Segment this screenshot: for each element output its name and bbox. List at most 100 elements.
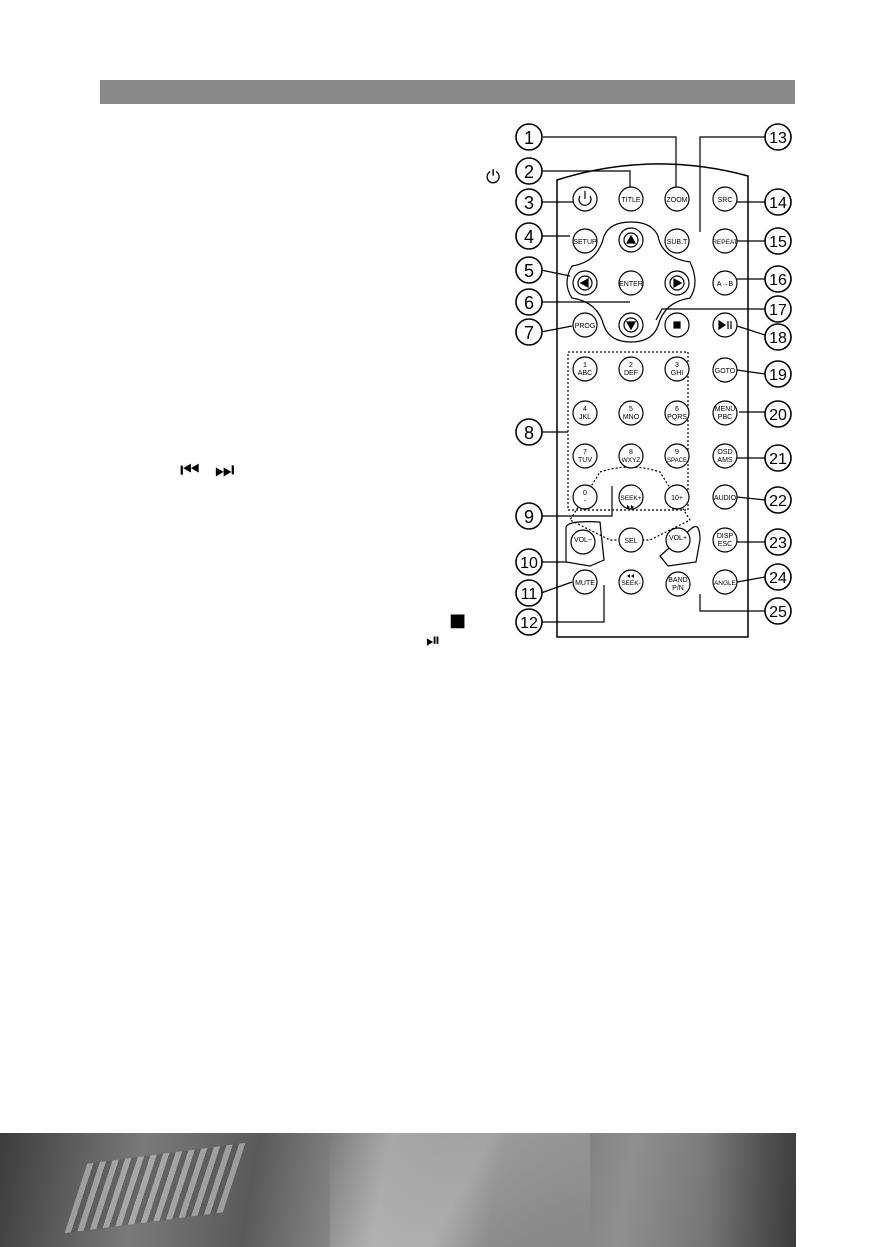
arrow-up-button[interactable] (618, 227, 644, 253)
callout-17: 17 (764, 295, 792, 323)
svg-text:PROG: PROG (575, 323, 596, 330)
play-pause-button[interactable] (712, 312, 738, 338)
arrow-down-button[interactable] (618, 312, 644, 338)
callout-18: 18 (764, 323, 792, 351)
svg-text:P/N: P/N (672, 585, 684, 592)
callout-14: 14 (764, 188, 792, 216)
sel-button[interactable]: SEL (618, 527, 644, 553)
svg-text:AUDIO: AUDIO (714, 495, 737, 502)
seek-minus-button[interactable]: SEEK- (618, 569, 644, 595)
svg-text:22: 22 (769, 493, 787, 510)
num-0-button[interactable]: 0- (572, 484, 598, 510)
callout-2: 2 (515, 157, 543, 185)
arrow-left-button[interactable] (572, 270, 598, 296)
section-header-bar (100, 80, 795, 104)
svg-text:15: 15 (769, 234, 787, 251)
ab-repeat-button[interactable]: A→B (712, 270, 738, 296)
svg-text:16: 16 (769, 272, 787, 289)
remote-buttons: TITLE ZOOM SRC SETUP SUB.T REPEAT ENTER … (570, 186, 738, 597)
setup-button[interactable]: SETUP (572, 228, 598, 254)
svg-text:1: 1 (524, 128, 534, 148)
audio-button[interactable]: AUDIO (712, 484, 738, 510)
goto-button[interactable]: GOTO (712, 357, 738, 383)
svg-text:ZOOM: ZOOM (667, 197, 688, 204)
mute-button[interactable]: MUTE (572, 569, 598, 595)
svg-text:PBC: PBC (718, 414, 732, 421)
svg-text:JKL: JKL (579, 414, 591, 421)
svg-text:2: 2 (524, 162, 534, 182)
play-pause-icon: ⏯ (426, 630, 441, 651)
button-group-outlines (565, 221, 701, 567)
callout-12: 12 (515, 608, 543, 636)
svg-text:25: 25 (769, 604, 787, 621)
arrow-right-button[interactable] (664, 270, 690, 296)
svg-text:ANGLE: ANGLE (714, 580, 737, 587)
zoom-button[interactable]: ZOOM (664, 186, 690, 212)
svg-text:AMS: AMS (717, 457, 733, 464)
prog-button[interactable]: PROG (572, 312, 598, 338)
callout-15: 15 (764, 227, 792, 255)
stop-icon: ■ (449, 610, 467, 631)
svg-text:ENTER: ENTER (619, 281, 643, 288)
svg-text:SPACE: SPACE (667, 458, 687, 464)
svg-text:SRC: SRC (718, 197, 733, 204)
svg-text:TUV: TUV (578, 457, 592, 464)
svg-text:TITLE: TITLE (621, 197, 640, 204)
callout-8: 8 (515, 418, 543, 446)
angle-button[interactable]: ANGLE (712, 569, 738, 595)
footer-sheen (330, 1133, 590, 1247)
svg-text:7: 7 (524, 323, 534, 343)
callout-16: 16 (764, 265, 792, 293)
enter-button[interactable]: ENTER (618, 270, 644, 296)
svg-text:11: 11 (521, 586, 538, 603)
svg-text:18: 18 (769, 330, 787, 347)
callouts: 1 2 3 4 5 6 7 8 9 10 11 12 13 14 15 16 1… (515, 123, 792, 636)
repeat-button[interactable]: REPEAT (712, 228, 738, 254)
vol-minus-button[interactable]: VOL− (570, 529, 596, 555)
svg-text:7: 7 (583, 449, 587, 456)
subt-button[interactable]: SUB.T (664, 228, 690, 254)
svg-text:23: 23 (769, 535, 787, 552)
callout-6: 6 (515, 288, 543, 316)
seek-plus-button[interactable]: SEEK+ (618, 484, 644, 510)
callout-19: 19 (764, 360, 792, 388)
svg-text:GHI: GHI (671, 370, 684, 377)
stop-button[interactable] (664, 312, 690, 338)
svg-text:10: 10 (520, 555, 538, 572)
callout-10: 10 (515, 548, 543, 576)
film-strip-graphic (64, 1142, 246, 1234)
src-button[interactable]: SRC (712, 186, 738, 212)
svg-text:SEEK+: SEEK+ (620, 495, 641, 502)
power-button[interactable] (572, 186, 598, 212)
svg-text:1: 1 (583, 362, 587, 369)
svg-text:2: 2 (629, 362, 633, 369)
title-button[interactable]: TITLE (618, 186, 644, 212)
svg-text:MUTE: MUTE (575, 580, 595, 587)
callout-1: 1 (515, 123, 543, 151)
svg-text:DISP: DISP (717, 533, 734, 540)
svg-text:REPEAT: REPEAT (712, 239, 738, 246)
footer-shade (706, 1133, 796, 1247)
vol-plus-button[interactable]: VOL+ (665, 527, 691, 553)
svg-text:DEF: DEF (624, 370, 638, 377)
callout-11: 11 (515, 579, 543, 607)
svg-text:9: 9 (524, 507, 534, 527)
ten-plus-button[interactable]: 10+ (664, 484, 690, 510)
svg-text:14: 14 (769, 195, 787, 212)
svg-text:SEL: SEL (624, 538, 637, 545)
callout-13: 13 (764, 123, 792, 151)
